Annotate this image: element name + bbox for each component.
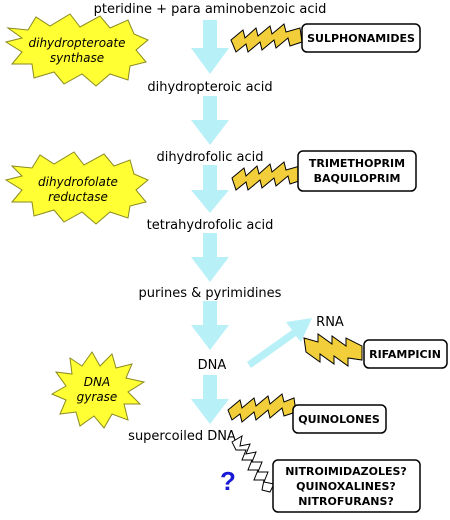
label-rifampicin: RIFAMPICIN [369, 348, 441, 361]
arrow-pteridine-to-dihydropteroic [191, 20, 229, 74]
starburst-dihydropteroate-synthase [4, 13, 149, 87]
label-tetrahydrofolic-acid: tetrahydrofolic acid [147, 218, 274, 233]
label-dihydrofolic-acid: dihydrofolic acid [156, 150, 263, 165]
pathway-arrows [191, 20, 312, 424]
question-mark: ? [220, 466, 236, 496]
label-quinolones: QUINOLONES [298, 413, 380, 426]
box-sulphonamides [301, 23, 421, 53]
box-nitro-compounds [272, 459, 421, 513]
box-rifampicin [363, 339, 448, 369]
label-pteridine-paba: pteridine + para aminobenzoic acid [94, 2, 327, 17]
label-purines-pyrimidines: purines & pyrimidines [139, 286, 282, 301]
label-gyrase-dna: DNA [84, 375, 110, 389]
label-sulphonamides: SULPHONAMIDES [307, 32, 415, 45]
bolt-quinolones [227, 393, 297, 423]
label-dihydrofolate: dihydrofolate [38, 175, 118, 189]
arrow-tetrahydrofolic-to-purines [191, 233, 229, 282]
label-quinoxalines: QUINOXALINES? [296, 480, 396, 493]
bolt-unknown-nitro [231, 434, 275, 493]
label-dihydropteroic-acid: dihydropteroic acid [147, 80, 272, 95]
label-dna: DNA [198, 358, 227, 373]
label-rna: RNA [316, 315, 344, 330]
label-reductase: reductase [48, 190, 108, 204]
drug-labels: SULPHONAMIDES TRIMETHOPRIM BAQUILOPRIM R… [285, 32, 441, 508]
label-nitrofurans: NITROFURANS? [298, 495, 394, 508]
label-gyrase: gyrase [77, 390, 118, 404]
arrow-dihydropteroic-to-dihydrofolic [191, 96, 229, 145]
compound-labels: pteridine + para aminobenzoic acid dihyd… [94, 2, 344, 444]
starburst-dna-gyrase [50, 351, 146, 429]
bolt-rifampicin [303, 333, 363, 367]
enzyme-labels: dihydropteroate synthase dihydrofolate r… [29, 36, 126, 404]
arrow-dna-to-rna [247, 318, 312, 368]
arrow-dihydrofolic-to-tetrahydrofolic [191, 165, 229, 213]
label-supercoiled-dna: supercoiled DNA [128, 429, 236, 444]
drug-boxes [272, 23, 448, 513]
box-quinolones [292, 404, 387, 434]
bolt-trimethoprim [231, 161, 303, 191]
arrow-purines-to-dna [191, 301, 229, 350]
box-trimethoprim-baquiloprim [297, 150, 417, 192]
bolt-sulphonamides [230, 23, 303, 53]
label-synthase: synthase [50, 51, 104, 65]
label-baquiloprim: BAQUILOPRIM [314, 172, 401, 185]
starburst-dihydrofolate-reductase [4, 151, 149, 225]
label-dihydropteroate: dihydropteroate [29, 36, 126, 50]
arrow-dna-to-supercoiled [191, 375, 229, 424]
label-nitroimidazoles: NITROIMIDAZOLES? [285, 465, 407, 478]
label-trimethoprim: TRIMETHOPRIM [309, 157, 405, 170]
enzyme-starbursts [4, 13, 149, 429]
